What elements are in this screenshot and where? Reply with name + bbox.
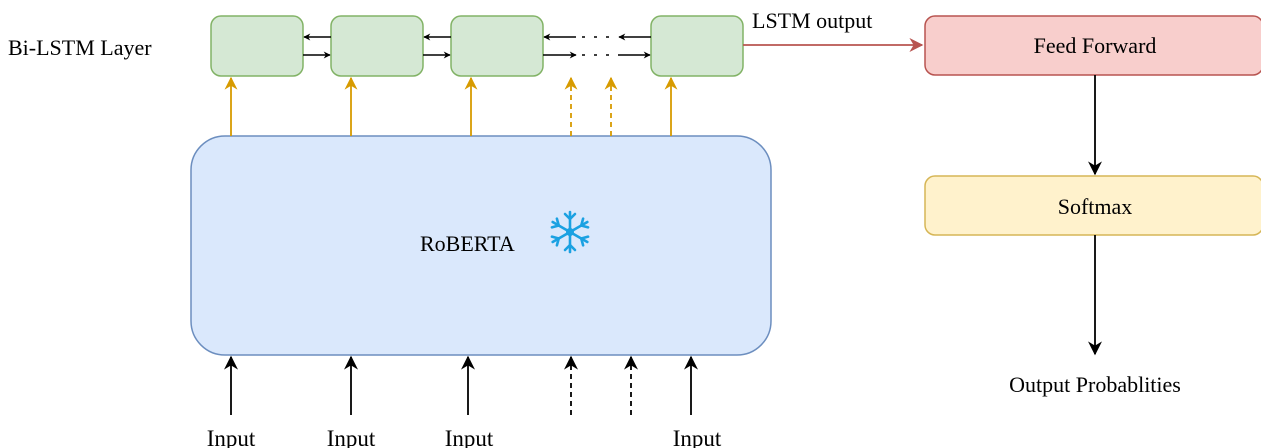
input-label-3: Input — [445, 426, 494, 448]
bilstm-layer-label: Bi-LSTM Layer — [8, 35, 152, 60]
roberta-block — [190, 135, 772, 356]
roberta-label: RoBERTA — [420, 231, 515, 256]
feed-forward-label: Feed Forward — [1034, 33, 1157, 58]
output-probabilities-label: Output Probablities — [1009, 372, 1181, 397]
lstm-output-label: LSTM output — [752, 8, 872, 33]
input-label-1: Input — [207, 426, 256, 448]
embedding-arrows — [224, 76, 678, 136]
lstm-cell-1 — [210, 15, 304, 77]
lstm-cell-4 — [650, 15, 744, 77]
input-label-2: Input — [327, 426, 376, 448]
input-arrows — [224, 355, 698, 415]
lstm-connections — [303, 33, 651, 59]
lstm-cell-2 — [330, 15, 424, 77]
feed-forward-block — [924, 15, 1261, 76]
softmax-label: Softmax — [1058, 194, 1133, 219]
snowflake-icon — [550, 210, 590, 254]
softmax-block — [924, 175, 1261, 236]
lstm-cell-3 — [450, 15, 544, 77]
input-label-4: Input — [673, 426, 722, 448]
